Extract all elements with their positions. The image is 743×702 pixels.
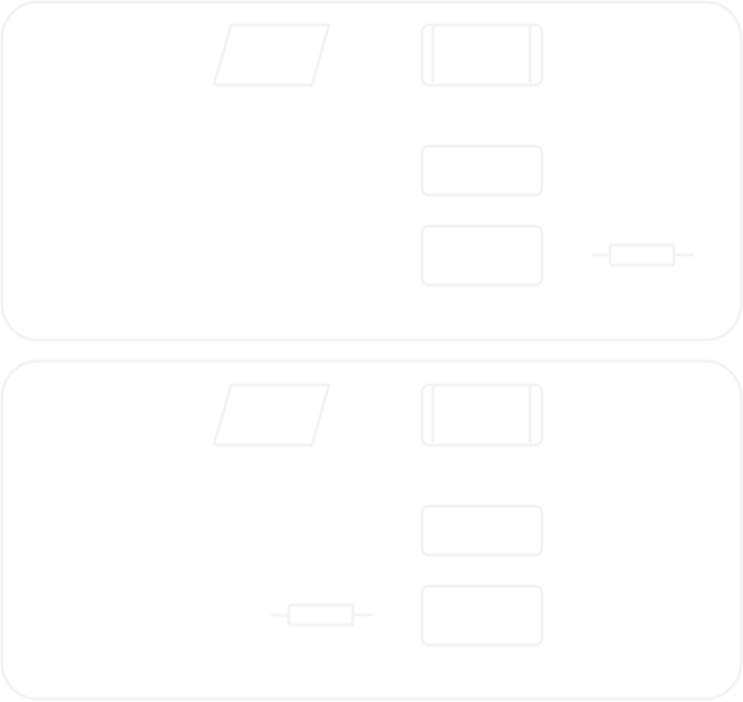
panel-top-connector: [592, 243, 693, 267]
panel-top-process-box: [420, 144, 544, 197]
panel-bottom-subprocess-box: [420, 383, 544, 447]
panel-top-frame: [0, 0, 743, 342]
panel-bottom-process-box: [420, 504, 544, 557]
panel-bottom-connector: [271, 603, 372, 627]
panel-top-subprocess-box: [420, 23, 544, 87]
panel-bottom: [0, 359, 743, 701]
panel-top: [0, 0, 743, 342]
panel-top-parallelogram: [212, 23, 331, 87]
panel-top-process-box-lower: [420, 224, 544, 287]
panel-bottom-frame: [0, 359, 743, 701]
panel-bottom-parallelogram: [212, 383, 331, 447]
panel-bottom-process-box-lower: [420, 584, 544, 647]
